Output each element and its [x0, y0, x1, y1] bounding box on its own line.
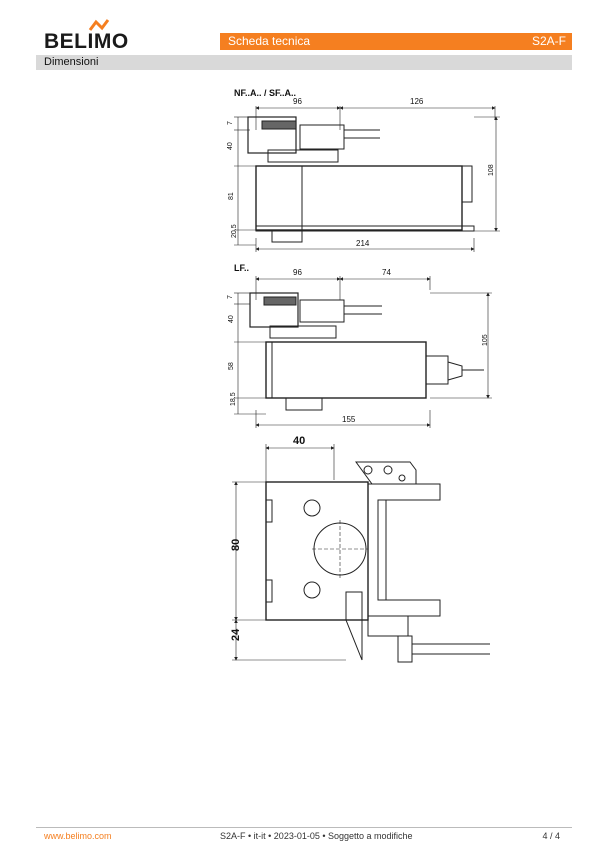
belimo-logo-mark — [88, 19, 110, 31]
header-bar: Scheda tecnica S2A-F — [220, 33, 572, 50]
label-middle: LF.. — [234, 263, 249, 273]
dim-bot-40: 40 — [293, 435, 305, 447]
dim-top-40: 40 — [227, 142, 234, 150]
section-title: Dimensioni — [44, 56, 99, 68]
page-number: 4 / 4 — [542, 831, 560, 841]
footer-info: S2A-F • it-it • 2023-01-05 • Soggetto a … — [220, 831, 413, 841]
dim-top-96: 96 — [293, 97, 302, 106]
label-top: NF..A.. / SF..A.. — [234, 88, 296, 98]
dim-top-81: 81 — [228, 192, 235, 200]
dim-mid-7: 7 — [227, 295, 234, 299]
doc-type: Scheda tecnica — [228, 34, 311, 48]
drawing-bottom: 40 80 24 — [230, 435, 490, 663]
dim-top-7: 7 — [227, 121, 234, 125]
dim-top-20-5: 20.5 — [231, 224, 238, 238]
dim-top-126: 126 — [410, 97, 424, 106]
dim-bot-80: 80 — [230, 539, 242, 551]
dim-mid-58: 58 — [228, 362, 235, 370]
footer-divider — [36, 827, 572, 828]
dim-mid-155: 155 — [342, 415, 356, 424]
dim-mid-18-5: 18.5 — [230, 392, 237, 406]
dim-mid-105: 105 — [482, 334, 489, 346]
dim-top-214: 214 — [356, 239, 370, 248]
product-code: S2A-F — [531, 34, 566, 48]
dim-top-108: 108 — [488, 164, 495, 176]
dim-mid-74: 74 — [382, 268, 391, 277]
drawing-middle: LF.. 96 74 7 40 58 18.5 105 — [227, 263, 492, 428]
dim-mid-40: 40 — [228, 315, 235, 323]
dim-bot-24: 24 — [230, 628, 242, 641]
dim-mid-96: 96 — [293, 268, 302, 277]
section-header: Dimensioni — [36, 55, 572, 70]
drawing-top: NF..A.. / SF..A.. 96 126 7 40 81 20.5 — [227, 88, 500, 252]
brand-logo: BELIMO — [44, 30, 129, 53]
footer-url-link[interactable]: www.belimo.com — [44, 831, 112, 841]
